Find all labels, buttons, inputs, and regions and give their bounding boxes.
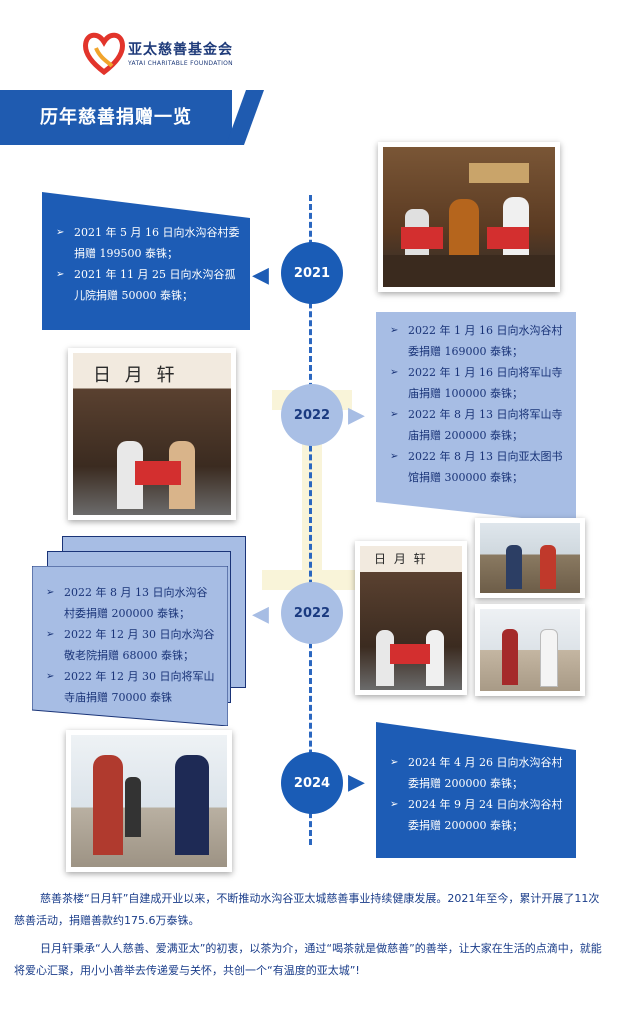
signboard-text-small: 日 月 轩 [374, 552, 428, 566]
photo-handshake-1 [475, 518, 585, 598]
footer-paragraph-2: 日月轩秉承“人人慈善、爱满亚太”的初衷，以茶为介，通过“喝茶就是做慈善”的善举，… [14, 942, 602, 977]
list-item: ➢2024 年 4 月 26 日向水沟谷村委捐赠 200000 泰铢； [390, 756, 563, 790]
logo [82, 28, 242, 80]
timeline-box-2022b: ➢2022 年 8 月 13 日向水沟谷村委捐赠 200000 泰铢； ➢202… [32, 566, 228, 726]
footer-paragraph-1: 慈善茶楼“日月轩”自建成开业以来，不断推动水沟谷亚太城慈善事业持续健康发展。20… [14, 892, 600, 927]
list-item: ➢2024 年 9 月 24 日向水沟谷村委捐赠 200000 泰铢； [390, 798, 563, 832]
org-name: 亚太慈善基金会 [128, 42, 233, 58]
box-shape [376, 312, 576, 524]
year-node-2022a: 2022 [281, 384, 343, 446]
list-item: ➢2022 年 8 月 13 日向将军山寺庙捐赠 200000 泰铢； [390, 408, 563, 442]
photo-handshake-2 [475, 604, 585, 696]
list-item: ➢2022 年 8 月 13 日向水沟谷村委捐赠 200000 泰铢； [46, 586, 208, 620]
year-node-2024: 2024 [281, 752, 343, 814]
list-item: ➢2022 年 8 月 13 日向亚太图书馆捐赠 300000 泰铢； [390, 450, 563, 484]
watermark-decoration [262, 390, 362, 630]
section-banner [0, 90, 232, 145]
box-shape [42, 192, 250, 330]
box-shape [32, 566, 228, 726]
heart-logo-icon [83, 32, 125, 76]
arrow-right-icon: ▶ [348, 770, 365, 795]
photo-signboard-2022: 日 月 轩 [68, 348, 236, 520]
photo-donation-2021 [378, 142, 560, 292]
box-shape [376, 722, 576, 858]
section-title: 历年慈善捐赠一览 [40, 107, 192, 128]
arrow-left-icon: ◀ [252, 263, 269, 288]
list-item: ➢2022 年 12 月 30 日向将军山寺庙捐赠 70000 泰铢 [46, 670, 215, 704]
list-item: ➢2022 年 1 月 16 日向水沟谷村委捐赠 169000 泰铢； [390, 324, 563, 358]
list-item: ➢2021 年 11 月 25 日向水沟谷孤儿院捐赠 50000 泰铢； [56, 268, 236, 302]
arrow-right-icon: ▶ [348, 403, 365, 428]
list-item: ➢2022 年 1 月 16 日向将军山寺庙捐赠 100000 泰铢； [390, 366, 563, 400]
timeline-box-2024: ➢2024 年 4 月 26 日向水沟谷村委捐赠 200000 泰铢； ➢202… [376, 722, 576, 858]
year-node-2021: 2021 [281, 242, 343, 304]
timeline-box-2022a: ➢2022 年 1 月 16 日向水沟谷村委捐赠 169000 泰铢； ➢202… [376, 312, 576, 524]
org-name-en: YATAI CHARITABLE FOUNDATION [128, 60, 233, 67]
year-node-2022b: 2022 [281, 582, 343, 644]
timeline-line [309, 195, 312, 845]
timeline-box-2021: ➢2021 年 5 月 16 日向水沟谷村委捐赠 199500 泰铢； ➢202… [42, 192, 250, 330]
photo-signboard-small: 日 月 轩 [355, 541, 467, 695]
signboard-text: 日 月 轩 [93, 365, 179, 386]
list-item: ➢2021 年 5 月 16 日向水沟谷村委捐赠 199500 泰铢； [56, 226, 240, 260]
list-item: ➢2022 年 12 月 30 日向水沟谷敬老院捐赠 68000 泰铢； [46, 628, 215, 662]
photo-handshake-2024 [66, 730, 232, 872]
arrow-left-icon: ◀ [252, 602, 269, 627]
